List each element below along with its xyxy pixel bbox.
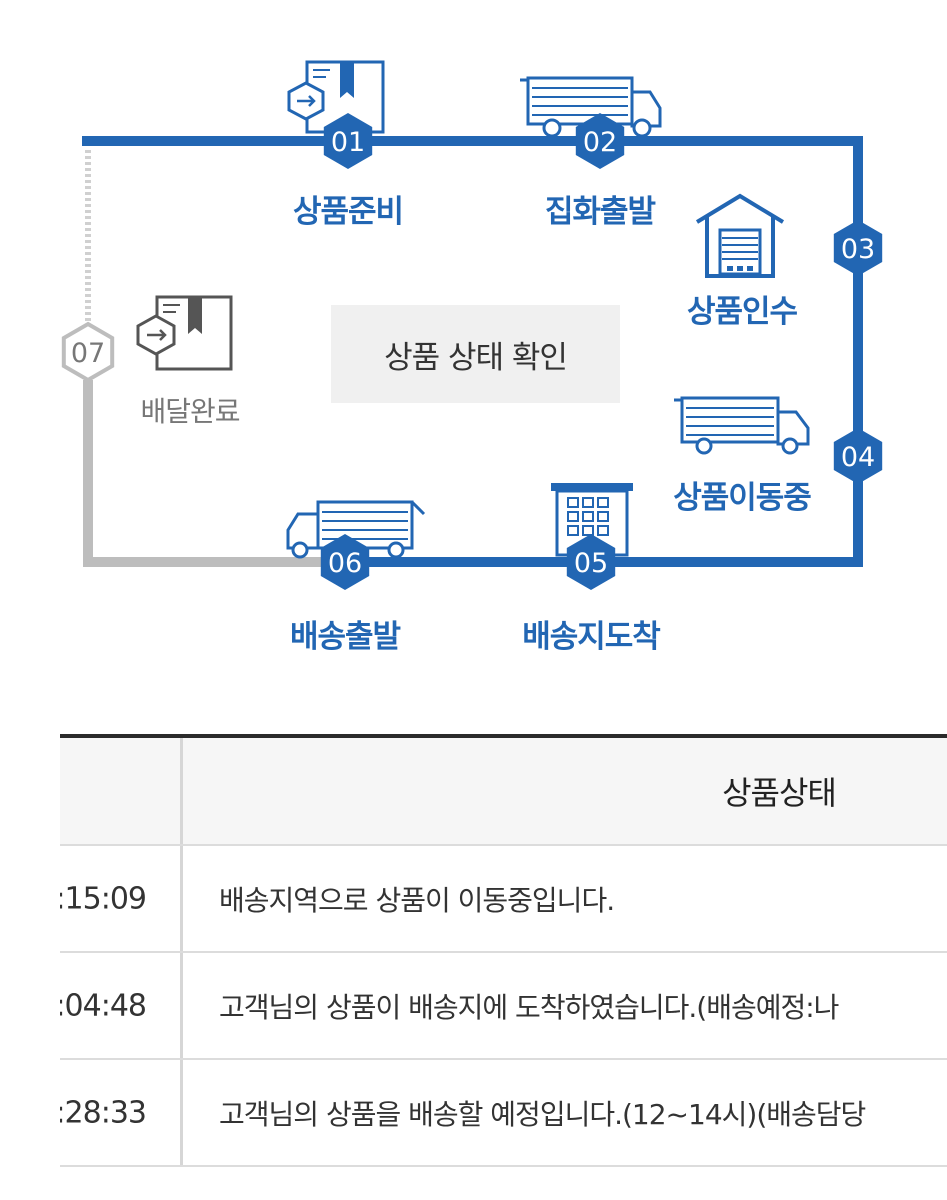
step-badge-hexagon (833, 428, 883, 484)
step-badge-01: 01 (323, 113, 373, 169)
row-status: 고객님의 상품을 배송할 예정입니다.(12~14시)(배송담당 (219, 1097, 866, 1131)
time-column-header (60, 738, 183, 844)
step-badge-number: 05 (574, 548, 608, 579)
row-time: :28:33 (60, 1095, 147, 1130)
step-label-delivered: 배달완료 (140, 395, 240, 428)
step-label-arrived-at-hub: 배송지도착 (522, 619, 661, 655)
row-status: 배송지역으로 상품이 이동중입니다. (219, 883, 615, 917)
step-label-pickup-departed: 집화출발 (544, 194, 656, 230)
step-badge-hexagon (575, 113, 625, 169)
step-badge-number: 06 (328, 548, 362, 579)
table-header-row: 상품상태 (60, 738, 947, 846)
step-badge-05: 05 (566, 534, 616, 590)
status-history-table: 상품상태 :15:09 배송지역으로 상품이 이동중입니다. :04:48 고객… (60, 734, 947, 1167)
step-badge-number: 04 (841, 442, 875, 473)
status-column-header-cell: 상품상태 (183, 738, 947, 844)
progress-track: 01 02 03 04 05 06 07 (61, 60, 883, 590)
step-badge-06: 06 (320, 534, 370, 590)
step-label-product-received: 상품인수 (686, 294, 798, 330)
step-badge-hexagon (323, 113, 373, 169)
box-with-arrow-icon-pending (136, 295, 233, 371)
truck-icon (520, 76, 662, 138)
step-badge-hexagon (61, 321, 115, 383)
row-time: :15:09 (60, 881, 147, 916)
status-check-title: 상품 상태 확인 (331, 305, 620, 403)
step-badge-number: 02 (583, 127, 617, 158)
step-label-out-for-delivery: 배송출발 (289, 619, 401, 655)
warehouse-icon (695, 193, 785, 278)
delivery-status-diagram: 01 02 03 04 05 06 07 상품준비 집화출발 상품인수 상품이동중 배송지도… (61, 60, 883, 655)
step-badge-03: 03 (833, 220, 883, 276)
row-status: 고객님의 상품이 배송지에 도착하였습니다.(배송예정:나 (219, 990, 839, 1024)
step-label-in-transit: 상품이동중 (673, 480, 812, 516)
row-time: :04:48 (60, 988, 147, 1023)
table-row: :04:48 고객님의 상품이 배송지에 도착하였습니다.(배송예정:나 (60, 953, 947, 1060)
truck-icon (674, 396, 810, 455)
table-row: :15:09 배송지역으로 상품이 이동중입니다. (60, 846, 947, 953)
pending-track (83, 380, 330, 567)
step-badge-number: 01 (331, 127, 365, 158)
step-badge-hexagon (833, 220, 883, 276)
step-badge-hexagon (566, 534, 616, 590)
step-badge-02: 02 (575, 113, 625, 169)
step-label-product-ready: 상품준비 (292, 194, 404, 230)
step-badge-number: 03 (841, 234, 875, 265)
step-badge-number: 07 (71, 338, 105, 369)
step-badge-04: 04 (833, 428, 883, 484)
step-badge-07: 07 (61, 321, 115, 383)
status-column-header: 상품상태 (722, 774, 837, 812)
step-badge-hexagon (320, 534, 370, 590)
table-row: :28:33 고객님의 상품을 배송할 예정입니다.(12~14시)(배송담당 (60, 1060, 947, 1167)
